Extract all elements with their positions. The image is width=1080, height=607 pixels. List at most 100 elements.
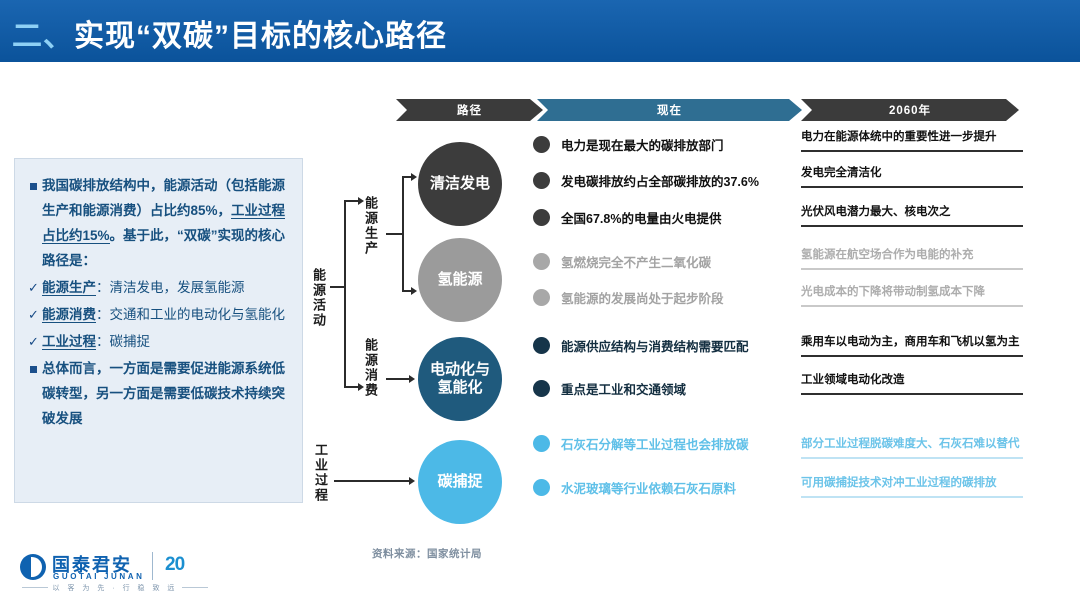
now-item-label: 全国67.8%的电量由火电提供: [561, 212, 722, 226]
now-item-label: 氢燃烧完全不产生二氧化碳: [561, 256, 712, 270]
future-item: 氢能源在航空场合作为电能的补充: [801, 248, 1023, 270]
summary-text-segment: ：清洁发电，发展氢能源: [96, 280, 245, 295]
future-item-underline: [801, 150, 1023, 152]
now-item-label: 电力是现在最大的碳排放部门: [561, 139, 724, 153]
connector-activity-to-production: [344, 200, 361, 202]
connector-activity-to-consumption: [344, 386, 361, 388]
summary-bullet-text: 总体而言，一方面是需要促进能源系统低碳转型，另一方面是需要低碳技术持续突破发展: [42, 356, 290, 431]
future-item-label: 乘用车以电动为主，商用车和飞机以氢为主: [801, 336, 1020, 348]
summary-text-segment: 我国碳排放结构中，能源活动（包括能源生产和能源消费）占比约85%，: [42, 178, 285, 218]
path-circle-clean-power[interactable]: 清洁发电: [418, 142, 502, 226]
summary-text-segment: 总体而言，一方面是需要促进能源系统低碳转型，另一方面是需要低碳技术持续突破发展: [42, 361, 285, 426]
logo-tagline: 以 客 为 先 · 行 稳 致 远: [52, 585, 178, 592]
path-circle-carbon-capture[interactable]: 碳捕捉: [418, 440, 502, 524]
connector-activity-spine: [344, 200, 346, 388]
now-item: 氢能源的发展尚处于起步阶段: [533, 288, 724, 307]
column-header-2060-label: 2060年: [888, 105, 932, 117]
connector-activity-stem: [330, 286, 346, 288]
future-item-underline: [801, 355, 1023, 357]
bullet-dot-icon: [533, 435, 550, 452]
now-item-label: 石灰石分解等工业过程也会排放碳: [561, 438, 749, 452]
bullet-dot-icon: [533, 479, 550, 496]
future-item: 光电成本的下降将带动制氢成本下降: [801, 285, 1023, 307]
connector-production-stem: [386, 233, 404, 235]
tree-label-energy-production: 能源生产: [363, 196, 378, 256]
future-item: 工业领域电动化改造: [801, 373, 1023, 395]
bullet-dot-icon: [533, 136, 550, 153]
bullet-dot-icon: [533, 289, 550, 306]
now-item: 重点是工业和交通领域: [533, 379, 686, 398]
path-circle-hydrogen-energy[interactable]: 氢能源: [418, 238, 502, 322]
future-item: 部分工业过程脱碳难度大、石灰石难以替代: [801, 437, 1023, 459]
now-item: 全国67.8%的电量由火电提供: [533, 208, 721, 227]
page-title-text: 实现“双碳”目标的核心路径: [74, 20, 447, 53]
summary-text-segment: 。基于此，“双碳”实现的核心路径是：: [42, 228, 286, 268]
arrow-production-to-clean-icon: [411, 173, 417, 181]
future-item: 发电完全清洁化: [801, 166, 1023, 188]
future-item-label: 光伏风电潜力最大、核电次之: [801, 206, 951, 218]
future-item-label: 可用碳捕捉技术对冲工业过程的碳排放: [801, 477, 997, 489]
summary-bullet-row: ✓能源消费：交通和工业的电动化与氢能化: [25, 302, 290, 327]
future-item-underline: [801, 393, 1023, 395]
company-logo: 国泰君安 GUOTAI JUNAN 20 以 客 为 先 · 行 稳 致 远: [20, 549, 210, 593]
now-item-label: 发电碳排放约占全部碳排放的37.6%: [561, 175, 759, 189]
summary-bullet-row: 我国碳排放结构中，能源活动（包括能源生产和能源消费）占比约85%，工业过程占比约…: [25, 173, 290, 273]
logo-mark-icon: [20, 554, 46, 580]
arrow-production-to-hydrogen-icon: [411, 287, 417, 295]
check-bullet-icon: ✓: [28, 307, 39, 322]
future-item-underline: [801, 457, 1023, 459]
summary-text-segment: ：碳捕捉: [96, 334, 150, 349]
now-item-label: 氢能源的发展尚处于起步阶段: [561, 292, 724, 306]
summary-text-segment: 能源消费: [42, 307, 96, 323]
page-title-number: 二、: [12, 20, 74, 53]
now-item: 能源供应结构与消费结构需要匹配: [533, 336, 749, 355]
connector-production-spine: [402, 176, 404, 292]
logo-name-cn: 国泰君安: [52, 555, 132, 575]
connector-production-to-clean: [402, 176, 414, 178]
future-item: 光伏风电潜力最大、核电次之: [801, 205, 1023, 227]
tree-label-energy-activity: 能源活动: [311, 268, 326, 328]
logo-tagline-rule-right: [182, 587, 208, 588]
summary-bullet-text: 工业过程：碳捕捉: [42, 329, 290, 354]
future-item-underline: [801, 186, 1023, 188]
future-item-underline: [801, 496, 1023, 498]
future-item-label: 氢能源在航空场合作为电能的补充: [801, 249, 974, 261]
tree-label-energy-consumption: 能源消费: [363, 338, 378, 398]
summary-text-segment: 工业过程: [42, 334, 96, 350]
check-bullet-icon: ✓: [28, 280, 39, 295]
summary-bullet-text: 能源生产：清洁发电，发展氢能源: [42, 275, 290, 300]
logo-divider: [152, 552, 153, 580]
path-circle-electrification[interactable]: 电动化与氢能化: [418, 337, 502, 421]
column-header-now: 现在: [537, 99, 802, 121]
summary-bullet-row: ✓能源生产：清洁发电，发展氢能源: [25, 275, 290, 300]
future-item-underline: [801, 305, 1023, 307]
now-item: 石灰石分解等工业过程也会排放碳: [533, 434, 749, 453]
summary-bullet-row: ✓工业过程：碳捕捉: [25, 329, 290, 354]
now-item-label: 能源供应结构与消费结构需要匹配: [561, 340, 749, 354]
logo-name-en: GUOTAI JUNAN: [53, 572, 145, 581]
summary-text-segment: ：交通和工业的电动化与氢能化: [96, 307, 285, 322]
summary-bullet-text: 能源消费：交通和工业的电动化与氢能化: [42, 302, 290, 327]
slide-title-bar: 二、实现“双碳”目标的核心路径: [0, 0, 1080, 62]
tree-label-industrial-process: 工业过程: [313, 443, 328, 503]
check-bullet-icon: ✓: [28, 334, 39, 349]
connector-production-to-hydrogen: [402, 290, 414, 292]
future-item: 可用碳捕捉技术对冲工业过程的碳排放: [801, 476, 1023, 498]
connector-consumption-to-electrification: [386, 378, 412, 380]
arrow-activity-to-consumption-icon: [358, 383, 364, 391]
bullet-dot-icon: [533, 172, 550, 189]
now-item: 发电碳排放约占全部碳排放的37.6%: [533, 171, 759, 190]
source-note: 资料来源：国家统计局: [372, 548, 482, 560]
future-item-underline: [801, 268, 1023, 270]
column-header-2060: 2060年: [801, 99, 1019, 121]
now-item-label: 水泥玻璃等行业依赖石灰石原料: [561, 482, 737, 496]
now-item: 氢燃烧完全不产生二氧化碳: [533, 252, 711, 271]
now-item: 电力是现在最大的碳排放部门: [533, 135, 724, 154]
summary-bullet-text: 我国碳排放结构中，能源活动（包括能源生产和能源消费）占比约85%，工业过程占比约…: [42, 173, 290, 273]
future-item-label: 发电完全清洁化: [801, 167, 882, 179]
future-item-label: 工业领域电动化改造: [801, 374, 905, 386]
future-item-underline: [801, 225, 1023, 227]
summary-text-segment: 能源生产: [42, 280, 96, 296]
column-header-path-label: 路径: [457, 105, 482, 117]
logo-anniversary-badge: 20: [165, 554, 185, 575]
